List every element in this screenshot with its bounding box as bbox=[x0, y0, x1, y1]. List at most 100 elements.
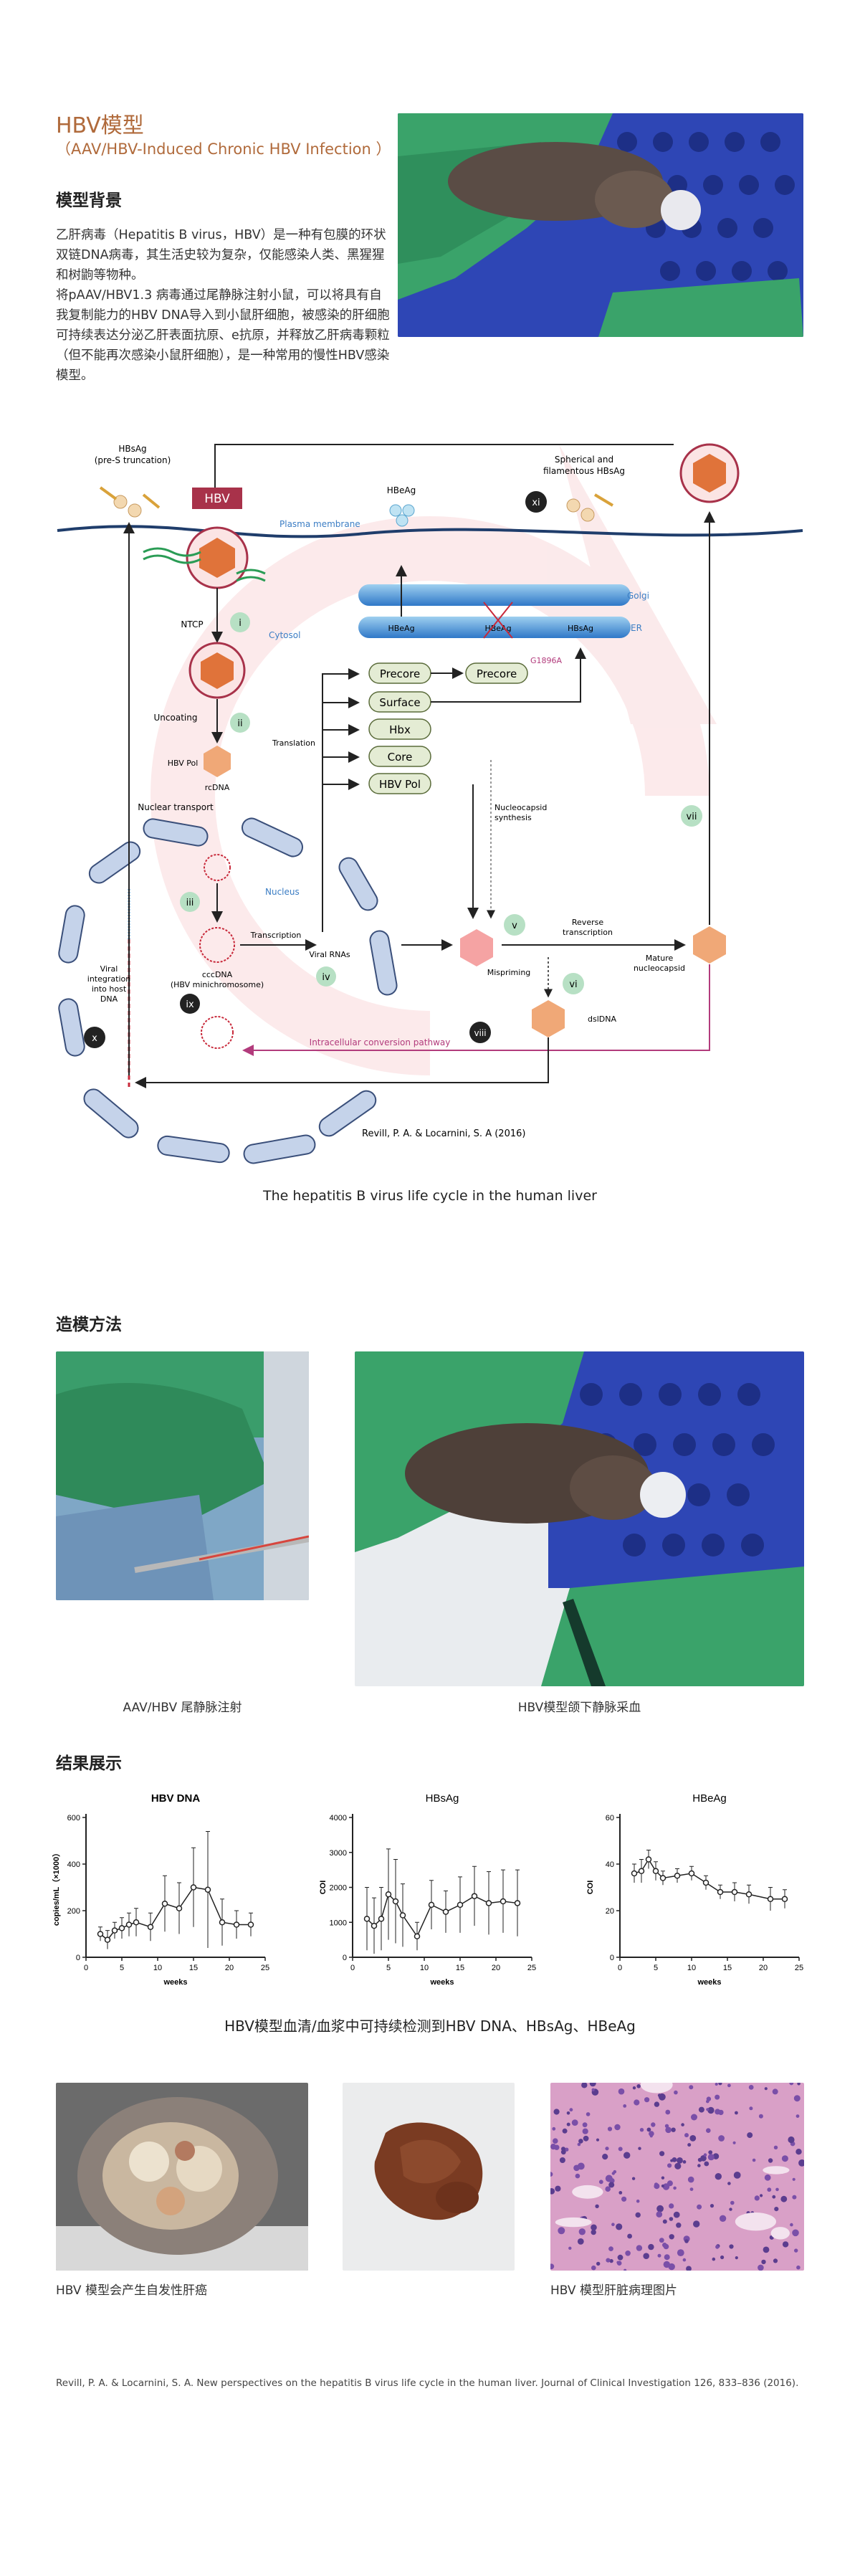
hbeag-er-1: HBeAg bbox=[388, 624, 414, 633]
cell-nucleus bbox=[573, 2164, 580, 2172]
cell-nucleus bbox=[565, 2147, 569, 2152]
hbeag-er-2: HBeAg bbox=[484, 624, 511, 633]
cell-nucleus bbox=[631, 2177, 636, 2180]
cell-nucleus bbox=[657, 2253, 661, 2258]
submandibular-caption: HBV模型颌下静脉采血 bbox=[517, 1701, 641, 1715]
data-point bbox=[176, 1905, 183, 1911]
pathology-caption: HBV 模型肝脏病理图片 bbox=[550, 2283, 677, 2298]
cell-nucleus bbox=[698, 2106, 704, 2113]
y-axis-label: copies/mL（×1000） bbox=[52, 1849, 61, 1926]
step-v-label: v bbox=[512, 921, 517, 931]
data-point bbox=[247, 1921, 254, 1928]
cell-nucleus bbox=[550, 2188, 555, 2195]
nucleocapsid-label-2: synthesis bbox=[494, 813, 532, 822]
step-vii-label: vii bbox=[687, 812, 697, 822]
cell-nucleus bbox=[644, 2097, 650, 2103]
y-tick-label: 60 bbox=[606, 1814, 614, 1822]
data-point bbox=[111, 1927, 118, 1934]
mouse-photo-top bbox=[398, 113, 803, 337]
background-paragraph-2: 将pAAV/HBV1.3 病毒通过尾静脉注射小鼠，可以将具有自我复制能力的HBV… bbox=[56, 288, 390, 383]
cell-nucleus bbox=[677, 2249, 684, 2256]
translation-label: Translation bbox=[272, 738, 315, 748]
cell-nucleus bbox=[681, 2123, 684, 2126]
cell-nucleus bbox=[568, 2246, 572, 2250]
data-point bbox=[161, 1901, 168, 1907]
cell-nucleus bbox=[656, 2211, 663, 2218]
cell-nucleus bbox=[796, 2265, 801, 2270]
data-point bbox=[745, 1891, 752, 1898]
cell-nucleus bbox=[782, 2241, 789, 2248]
cell-nucleus bbox=[703, 2153, 707, 2157]
step-x-label: x bbox=[92, 1033, 97, 1044]
cell-nucleus bbox=[669, 2203, 674, 2209]
pgrna-nucleocapsid bbox=[460, 929, 493, 966]
cell-nucleus bbox=[654, 2101, 660, 2107]
cell-nucleus bbox=[773, 2258, 778, 2263]
data-point bbox=[442, 1909, 449, 1915]
cell-nucleus bbox=[730, 2200, 735, 2205]
x-tick-label: 10 bbox=[153, 1964, 162, 1972]
data-point bbox=[378, 1916, 385, 1922]
hbsag-particles-left bbox=[99, 486, 161, 518]
reference: Revill, P. A. & Locarnini, S. A. New per… bbox=[56, 2377, 799, 2389]
cell-nucleus bbox=[550, 2144, 557, 2150]
hbvpol-small-label: HBV Pol bbox=[168, 759, 199, 768]
cell-nucleus bbox=[708, 2150, 713, 2154]
cell-nucleus bbox=[616, 2261, 622, 2266]
cell-nucleus bbox=[664, 2124, 669, 2128]
nuclear-envelope bbox=[58, 817, 398, 1164]
cell-nucleus bbox=[768, 2158, 773, 2163]
cell-nucleus bbox=[591, 2265, 596, 2271]
cell-nucleus bbox=[735, 2111, 738, 2115]
x-axis-label: weeks bbox=[429, 1978, 454, 1987]
cell-nucleus bbox=[616, 2223, 623, 2230]
cell-nucleus bbox=[665, 2109, 671, 2115]
cell-nucleus bbox=[606, 2258, 611, 2263]
cell-nucleus bbox=[627, 2233, 632, 2239]
sinusoid bbox=[640, 2083, 673, 2093]
cell-nucleus bbox=[790, 2223, 793, 2227]
y-tick-label: 600 bbox=[67, 1814, 80, 1822]
rcdna-in-nucleus bbox=[204, 854, 231, 881]
hbvpol-label: HBV Pol bbox=[379, 778, 421, 791]
sinusoid bbox=[572, 2185, 603, 2199]
step-iv bbox=[316, 966, 336, 987]
cell-nucleus bbox=[677, 2157, 683, 2164]
spherical-label-2: filamentous HBsAg bbox=[543, 466, 625, 476]
y-tick-label: 200 bbox=[67, 1907, 80, 1916]
data-point bbox=[514, 1900, 521, 1906]
cell-nucleus bbox=[754, 2195, 760, 2201]
core-label: Core bbox=[388, 751, 413, 764]
plasma-membrane-label: Plasma membrane bbox=[280, 519, 360, 529]
step-ii bbox=[230, 713, 250, 733]
x-tick-label: 0 bbox=[618, 1964, 622, 1972]
cell-nucleus bbox=[569, 2108, 573, 2112]
precore-label-2: Precore bbox=[477, 667, 517, 680]
reverse-label-1: Reverse bbox=[572, 918, 603, 927]
cell-nucleus bbox=[562, 2128, 568, 2134]
data-point bbox=[500, 1898, 507, 1905]
cell-nucleus bbox=[792, 2229, 799, 2237]
data-point bbox=[147, 1924, 154, 1930]
data-point bbox=[399, 1912, 406, 1919]
cell-nucleus bbox=[684, 2239, 689, 2243]
cell-nucleus bbox=[566, 2122, 570, 2126]
cell-nucleus bbox=[710, 2204, 715, 2208]
cell-nucleus bbox=[673, 2211, 680, 2218]
cell-nucleus bbox=[661, 2176, 665, 2180]
cell-nucleus bbox=[686, 2266, 692, 2271]
data-point bbox=[219, 1919, 226, 1926]
y-tick-label: 0 bbox=[343, 1954, 347, 1962]
cell-nucleus bbox=[632, 2086, 636, 2090]
x-tick-label: 25 bbox=[527, 1964, 536, 1972]
cell-nucleus bbox=[788, 2136, 795, 2144]
data-point bbox=[631, 1870, 638, 1877]
mispriming-label: Mispriming bbox=[487, 968, 531, 977]
er bbox=[358, 617, 631, 638]
cell-nucleus bbox=[697, 2204, 702, 2210]
hbx-label: Hbx bbox=[389, 723, 411, 736]
hbv-label-box bbox=[192, 488, 242, 509]
data-point bbox=[125, 1921, 133, 1928]
cell-nucleus bbox=[715, 2173, 722, 2180]
